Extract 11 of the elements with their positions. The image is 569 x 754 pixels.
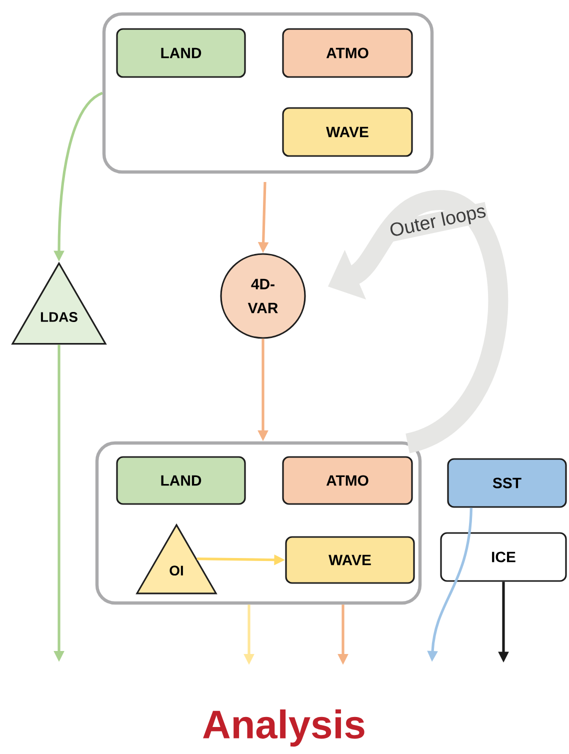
label-box: ICE <box>440 532 567 582</box>
edge-label: Outer loops <box>387 202 489 242</box>
label-box: ATMO <box>282 28 413 78</box>
label-box: SST <box>447 458 567 508</box>
label-box: ATMO <box>282 456 413 505</box>
label-box: WAVE <box>282 107 413 157</box>
label-box: WAVE <box>285 536 415 584</box>
label-box: LAND <box>116 456 246 505</box>
heading: Analysis <box>203 709 364 747</box>
label-box: LAND <box>116 28 246 78</box>
circle-node: 4D- VAR <box>220 253 306 339</box>
